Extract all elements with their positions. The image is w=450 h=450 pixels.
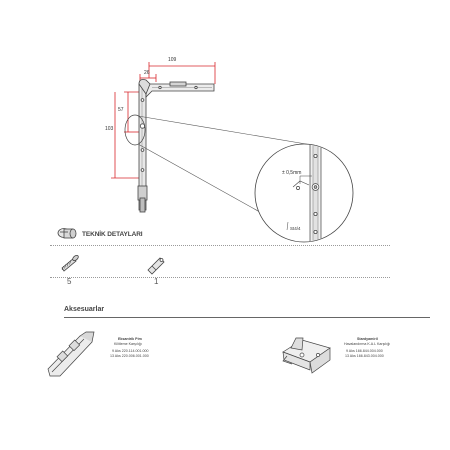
accessory-eccentric-pin-image <box>47 331 95 377</box>
technical-rule-bottom <box>50 277 390 278</box>
zoom-detail <box>254 143 354 243</box>
screw-icon <box>61 254 79 272</box>
dimension-top: 109 <box>168 57 177 63</box>
accessory-2-name: Stardyamiril <box>357 337 378 341</box>
accessory-2-desc: Havalandırma K.A.L Karşılığı <box>344 342 391 346</box>
dimension-mid: 57 <box>118 107 124 113</box>
accessory-1-name: Eksantrik Pim <box>118 337 142 341</box>
accessory-ventilation-striker-image <box>282 337 331 374</box>
measure-icon <box>57 228 77 239</box>
screw-count: 5 <box>67 277 72 286</box>
pin-count: 1 <box>154 277 159 286</box>
accessory-1-desc: Kilitleme Karşılığı <box>114 342 142 346</box>
accessories-rule <box>64 317 430 318</box>
hinge-arm <box>137 79 215 213</box>
screw-label: St4/4 <box>290 226 301 231</box>
accessory-1-code-1: 9 Aks 220.114.001.000 <box>112 349 149 353</box>
projection-line-top <box>137 115 313 146</box>
gap-label: ± 0,5mm <box>282 170 302 176</box>
technical-rule-top <box>50 245 390 246</box>
dimension-tall: 103 <box>105 126 114 132</box>
zoom-source-circle <box>124 114 146 146</box>
technical-title: TEKNİK DETAYLARI <box>82 231 143 238</box>
pin-icon <box>147 257 165 275</box>
accessory-2-code-2: 13 Aks 166.843.004.000 <box>345 354 384 358</box>
accessory-1-code-2: 13 Aks 220.006.001.000 <box>110 354 149 358</box>
accessories-title: Aksesuarlar <box>64 306 105 313</box>
dimension-small: 26 <box>144 70 150 76</box>
accessory-2-code-1: 9 Aks 166.844.004.000 <box>346 349 383 353</box>
